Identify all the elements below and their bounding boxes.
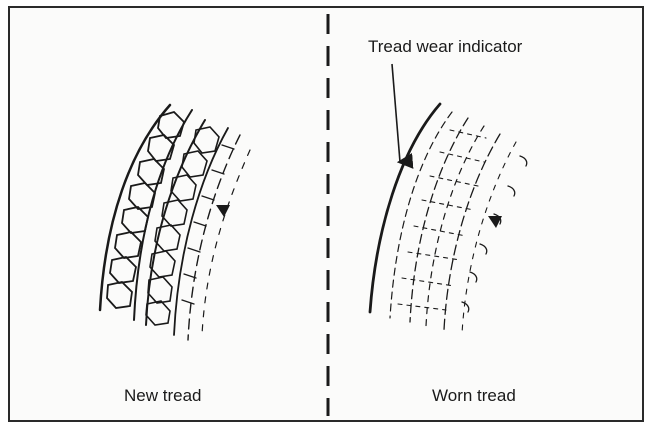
new-tread-drawing — [100, 105, 250, 340]
worn-tread-indicator-mark — [488, 216, 502, 228]
new-tread-indicator-mark — [216, 205, 230, 217]
worn-tread-drawing — [370, 104, 527, 334]
new-tread-label: New tread — [124, 386, 201, 406]
indicator-arrow — [392, 64, 400, 162]
tread-wear-indicator-label: Tread wear indicator — [368, 37, 522, 57]
worn-tread-label: Worn tread — [432, 386, 516, 406]
